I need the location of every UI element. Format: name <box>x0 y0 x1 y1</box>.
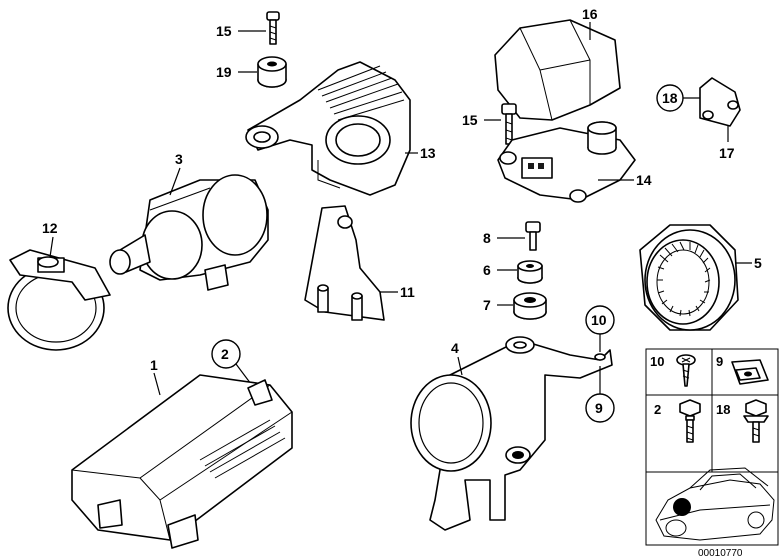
part-13-bracket[interactable] <box>245 61 411 196</box>
part-14-control-unit[interactable] <box>497 121 636 203</box>
label-10: 10 <box>591 312 607 328</box>
part-7-grommet[interactable] <box>513 292 547 320</box>
part-12-clamp-ring[interactable] <box>7 249 111 351</box>
label-15-mid: 15 <box>462 112 478 128</box>
label-12: 12 <box>42 220 58 236</box>
part-15-screw-mid[interactable] <box>501 103 517 145</box>
label-14: 14 <box>636 172 652 188</box>
callout-18: 18 <box>656 84 684 112</box>
diagram-code: 00010770 <box>698 548 743 559</box>
callout-2: 2 <box>211 339 241 369</box>
label-15-top: 15 <box>216 23 232 39</box>
part-15-screw-top[interactable] <box>266 11 280 45</box>
part-17-bracket[interactable] <box>699 77 741 127</box>
part-8-bolt[interactable] <box>525 221 541 251</box>
label-19: 19 <box>216 64 232 80</box>
part-19-rubber-mount[interactable] <box>257 56 287 88</box>
part-3-actuator-motor[interactable] <box>109 174 269 291</box>
legend-label-10: 10 <box>650 354 664 369</box>
legend-label-9: 9 <box>716 354 723 369</box>
label-16: 16 <box>582 6 598 22</box>
legend-label-2: 2 <box>654 402 661 417</box>
label-3: 3 <box>175 151 183 167</box>
legend-bolt-2 <box>679 399 701 443</box>
part-5-ring-gear[interactable] <box>639 224 739 331</box>
part-6-sleeve[interactable] <box>517 260 543 284</box>
legend-bolt-18 <box>743 399 769 443</box>
part-1-control-module[interactable] <box>71 374 293 549</box>
label-5: 5 <box>754 255 762 271</box>
legend-panel: 10 9 2 18 <box>645 348 779 546</box>
legend-clip-nut-9 <box>731 359 769 385</box>
label-8: 8 <box>483 230 491 246</box>
legend-screw-10 <box>676 354 696 387</box>
label-17: 17 <box>719 145 735 161</box>
callout-9: 9 <box>585 393 615 423</box>
label-6: 6 <box>483 262 491 278</box>
label-4: 4 <box>451 340 459 356</box>
label-1: 1 <box>150 357 158 373</box>
legend-label-18: 18 <box>716 402 730 417</box>
callout-10: 10 <box>585 305 615 335</box>
label-18: 18 <box>662 90 678 106</box>
label-2: 2 <box>221 346 229 362</box>
part-4-mount[interactable] <box>410 336 613 531</box>
part-11-bracket[interactable] <box>304 205 385 321</box>
label-11: 11 <box>400 284 415 300</box>
label-7: 7 <box>483 297 491 313</box>
label-13: 13 <box>420 145 436 161</box>
location-marker <box>673 498 691 516</box>
label-9: 9 <box>595 400 603 416</box>
vehicle-location-icon <box>655 467 775 541</box>
